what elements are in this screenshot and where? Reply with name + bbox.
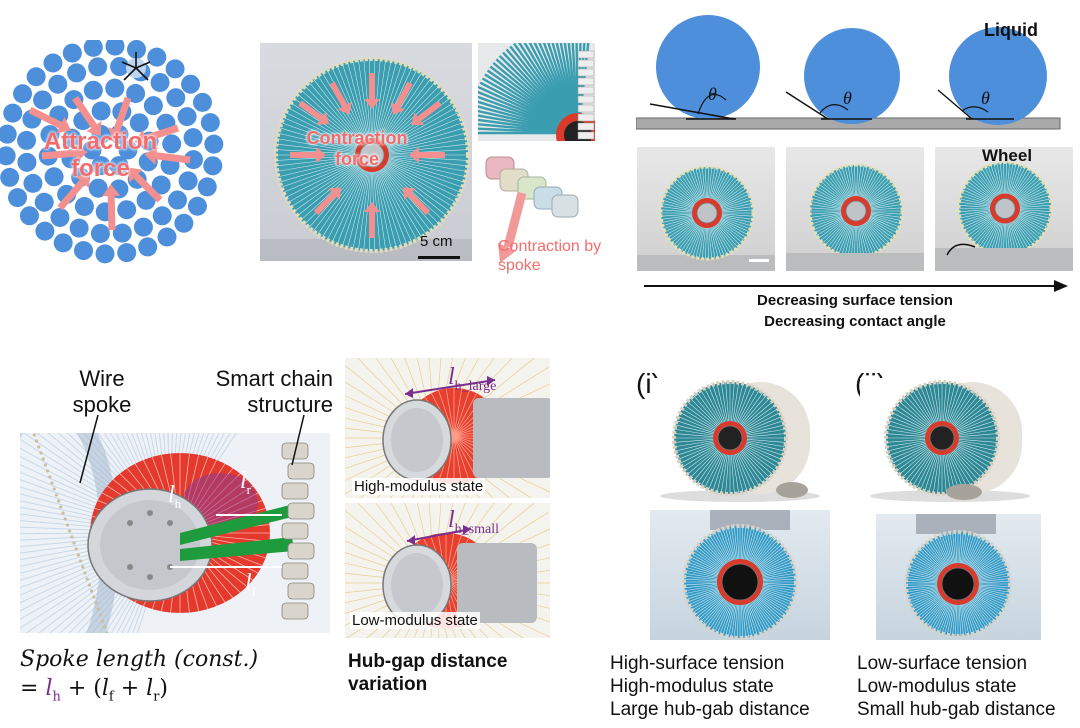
liquid-droplets bbox=[636, 15, 1061, 130]
chain-link-illustration bbox=[485, 156, 579, 263]
droplet-3 bbox=[949, 27, 1047, 125]
scale-label: 5 cm bbox=[420, 233, 453, 250]
formula-line-2: = lh + (lf + lr) bbox=[20, 676, 169, 705]
axis-caption-1: Decreasing surface tension bbox=[757, 292, 953, 309]
liquid-label: Liquid bbox=[984, 20, 1038, 40]
right-caption-2: Low-modulus state bbox=[857, 676, 1017, 697]
contraction-force-label: Contraction force bbox=[306, 128, 408, 169]
wheel-photo-1 bbox=[637, 147, 775, 271]
axis-caption-2: Decreasing contact angle bbox=[764, 313, 946, 330]
chain-closeup-photo bbox=[478, 43, 595, 141]
attraction-force-label: Attraction force bbox=[43, 128, 158, 182]
low-modulus-label: Low-modulus state bbox=[350, 612, 480, 629]
droplet-2 bbox=[804, 28, 900, 124]
lh-large-label: lh_large bbox=[448, 364, 497, 394]
decreasing-arrow bbox=[644, 280, 1068, 292]
wheel-photo-3 bbox=[935, 147, 1073, 271]
droplet-1 bbox=[656, 15, 760, 119]
left-caption-2: High-modulus state bbox=[610, 676, 774, 697]
left-caption: High-surface tension High-modulus state … bbox=[610, 652, 810, 721]
wheel-label: Wheel bbox=[982, 146, 1033, 165]
lh-small-label: lh_small bbox=[448, 507, 500, 537]
right-caption-1: Low-surface tension bbox=[857, 653, 1028, 674]
lr-label: lr bbox=[240, 468, 252, 497]
formula-line-1: Spoke length (const.) bbox=[20, 647, 259, 672]
wheel-photo-2 bbox=[786, 147, 924, 271]
theta-3: θ bbox=[981, 88, 990, 108]
wheel-render-i bbox=[650, 378, 830, 508]
left-caption-1: High-surface tension bbox=[610, 653, 785, 674]
scale-bar bbox=[418, 256, 460, 259]
right-caption: Low-surface tension Low-modulus state Sm… bbox=[857, 652, 1056, 721]
high-modulus-label: High-modulus state bbox=[352, 478, 486, 495]
theta-1: θ bbox=[708, 84, 717, 104]
lf-label: lf bbox=[245, 570, 257, 599]
hub-spoke-render bbox=[20, 433, 330, 633]
hub-gap-caption: Hub-gap distance variation bbox=[348, 651, 508, 695]
wire-spoke-label: Wire spoke bbox=[72, 366, 132, 417]
label-leaders bbox=[79, 415, 305, 484]
lh-label: lh bbox=[168, 482, 182, 511]
spoke-contraction-label: Contraction by spoke bbox=[498, 238, 602, 274]
wheel-photo-i bbox=[650, 510, 830, 640]
attraction-diagram bbox=[0, 40, 224, 264]
theta-2: θ bbox=[843, 88, 852, 108]
contraction-wheel-photo bbox=[260, 43, 472, 261]
wheel-photo-ii bbox=[876, 514, 1041, 640]
right-caption-3: Small hub-gab distance bbox=[857, 699, 1056, 720]
smart-chain-label: Smart chain structure bbox=[215, 366, 333, 417]
high-modulus-render bbox=[345, 358, 550, 498]
wheel-render-ii bbox=[860, 378, 1040, 508]
left-caption-3: Large hub-gab distance bbox=[610, 699, 810, 720]
